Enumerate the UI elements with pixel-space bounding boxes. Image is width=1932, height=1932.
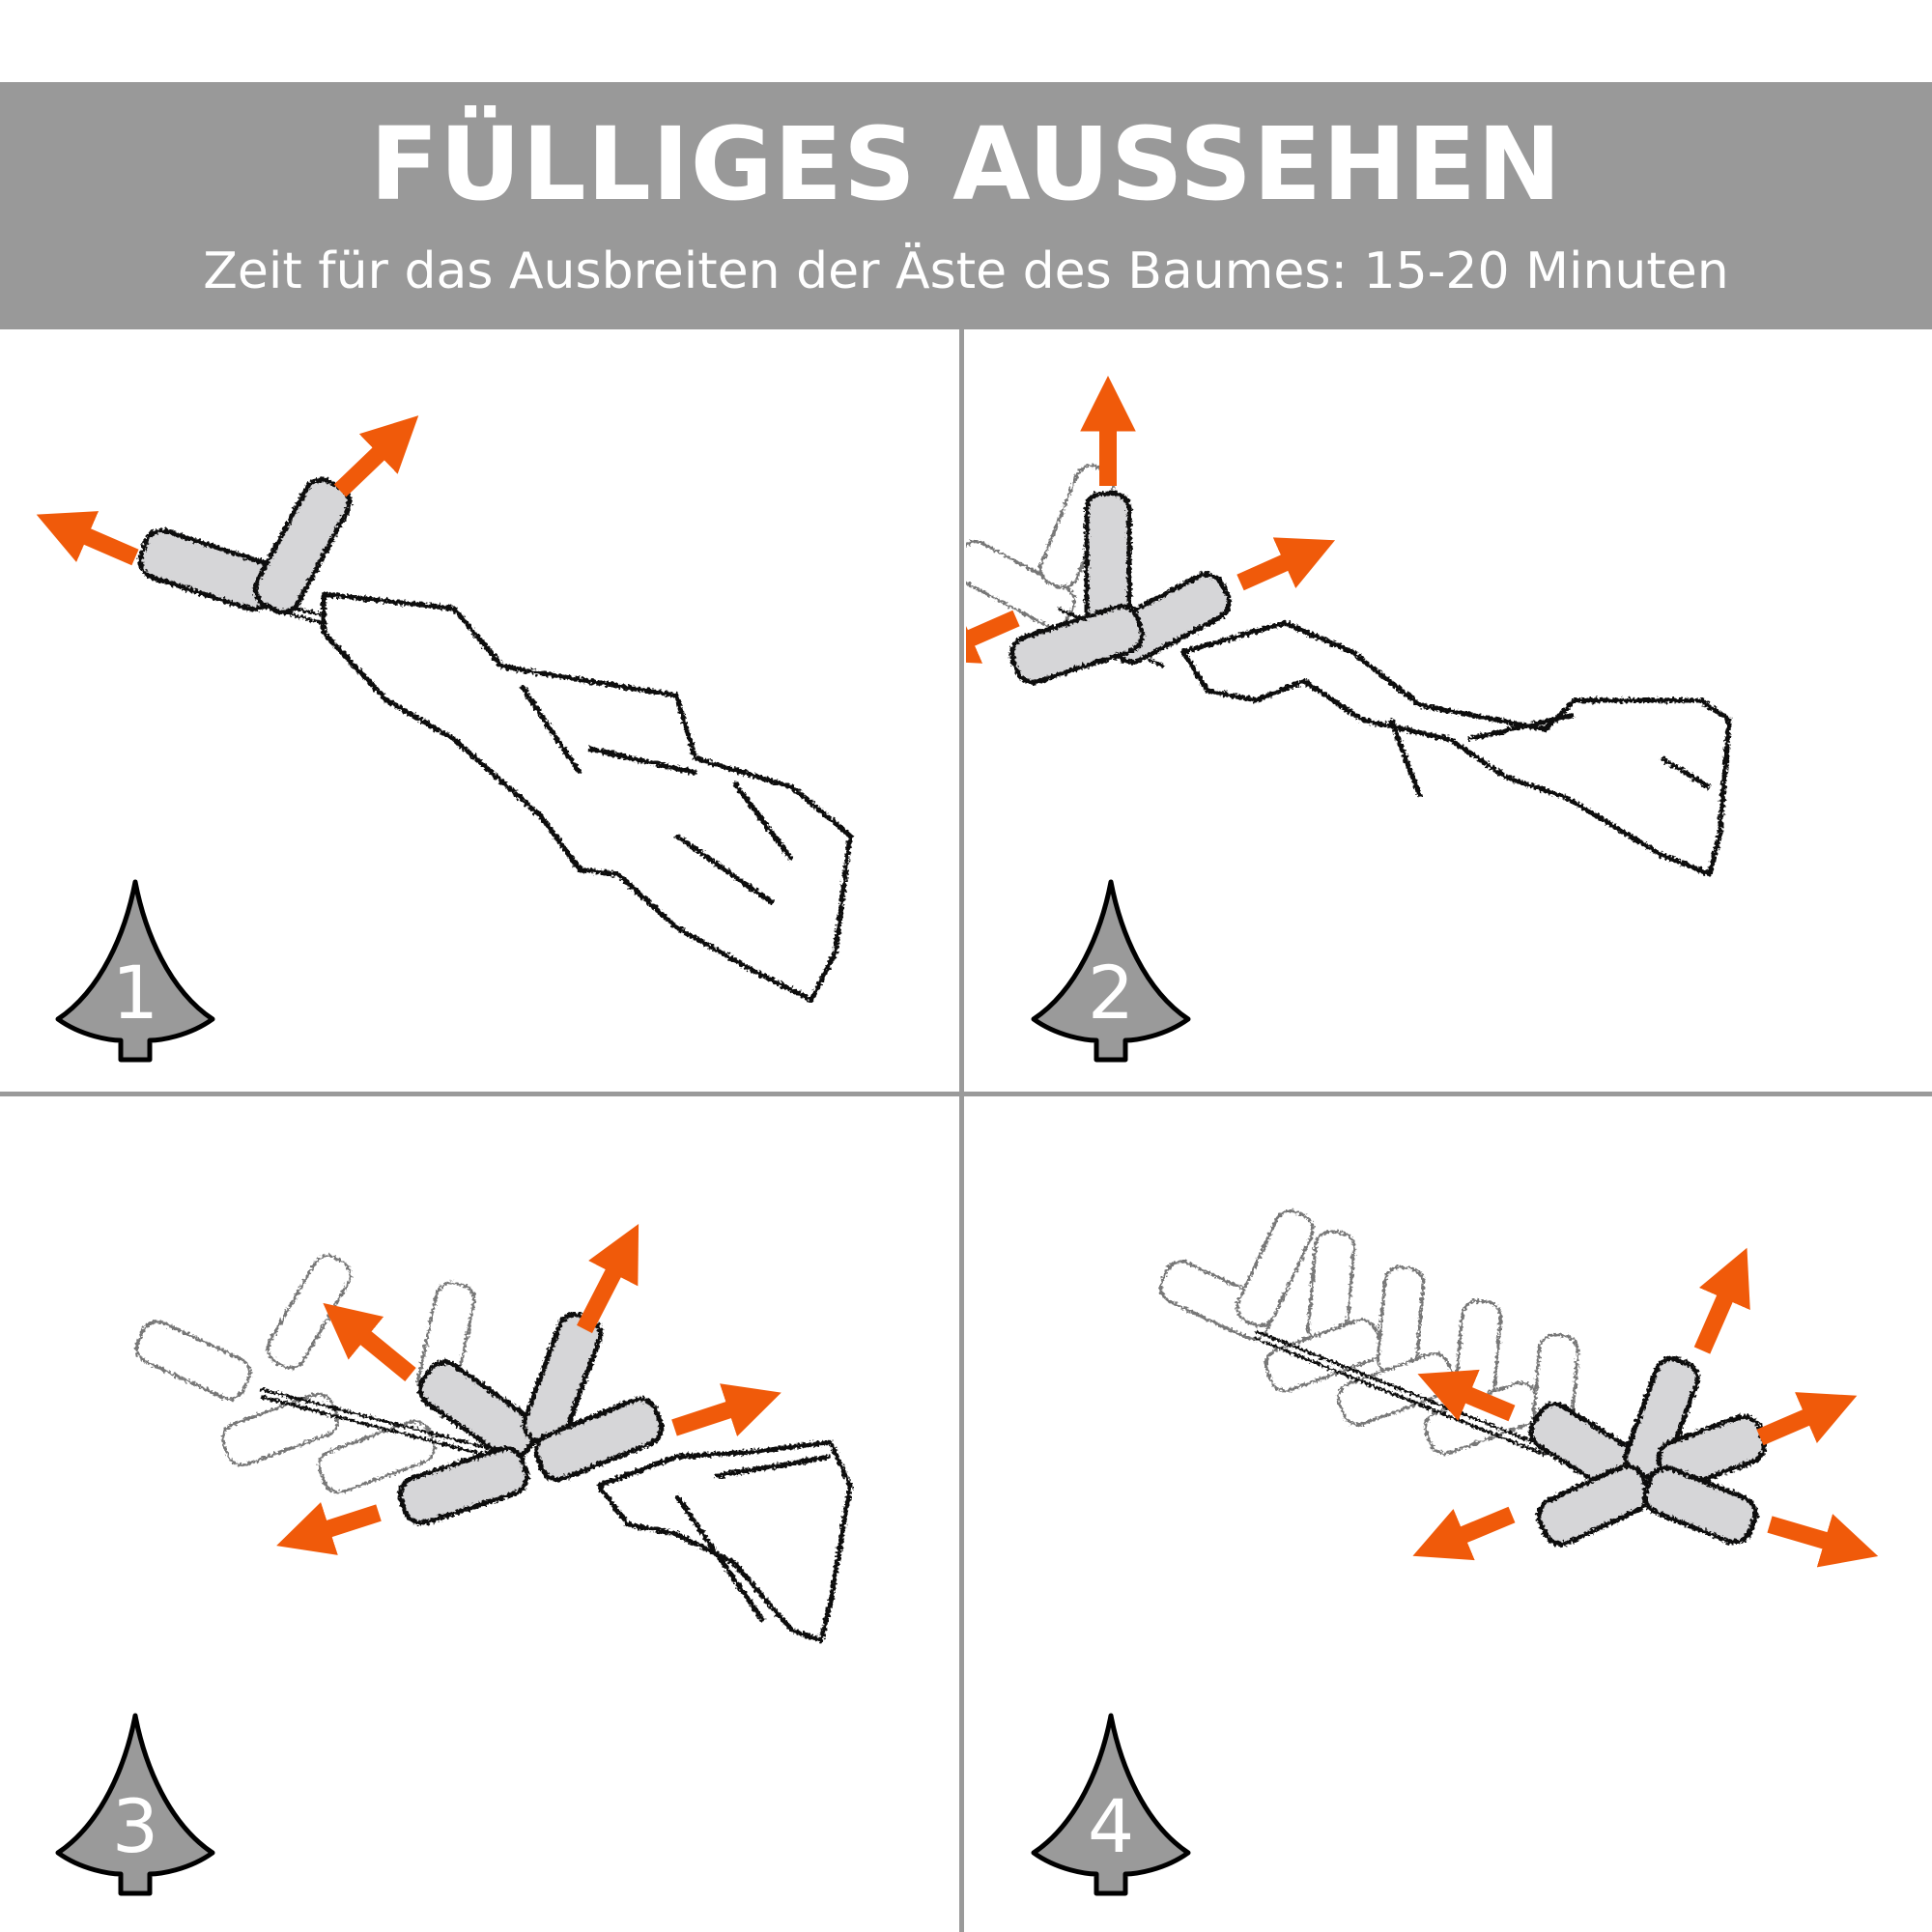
step-panel-2: 2 xyxy=(966,333,1922,1087)
arrow-icon xyxy=(333,415,419,497)
step-number: 3 xyxy=(111,1783,159,1869)
header-banner xyxy=(0,82,1932,329)
branch-illustration xyxy=(1159,1209,1879,1568)
arrow-icon xyxy=(1693,1247,1750,1354)
vertical-divider xyxy=(959,329,964,1932)
branch-illustration xyxy=(966,375,1732,877)
arrow-icon xyxy=(1756,1392,1858,1446)
step-number: 4 xyxy=(1087,1783,1135,1869)
arrow-icon xyxy=(671,1383,781,1436)
step-badge-3: 3 xyxy=(53,1708,217,1901)
arrow-icon xyxy=(966,610,1020,664)
arrow-icon xyxy=(1412,1506,1516,1561)
step-number: 1 xyxy=(111,950,159,1036)
arrow-icon xyxy=(36,511,139,566)
horizontal-divider xyxy=(0,1092,1932,1096)
branch-illustration xyxy=(36,415,853,1003)
branch-illustration xyxy=(135,1224,853,1643)
arrow-icon xyxy=(1417,1369,1516,1422)
arrow-icon xyxy=(276,1502,382,1555)
page-subtitle: Zeit für das Ausbreiten der Äste des Bau… xyxy=(203,242,1729,300)
step-panel-3: 3 xyxy=(0,1099,956,1853)
arrow-icon xyxy=(1236,537,1336,591)
step-badge-2: 2 xyxy=(1029,874,1193,1067)
step-number: 2 xyxy=(1087,950,1135,1036)
arrow-icon xyxy=(576,1224,639,1334)
arrow-icon xyxy=(1767,1514,1879,1568)
step-panel-1: 1 xyxy=(0,333,956,1087)
step-badge-1: 1 xyxy=(53,874,217,1067)
page-title: FÜLLIGES AUSSEHEN xyxy=(369,105,1563,223)
step-panel-4: 4 xyxy=(966,1099,1922,1853)
step-badge-4: 4 xyxy=(1029,1708,1193,1901)
arrow-icon xyxy=(323,1302,416,1381)
